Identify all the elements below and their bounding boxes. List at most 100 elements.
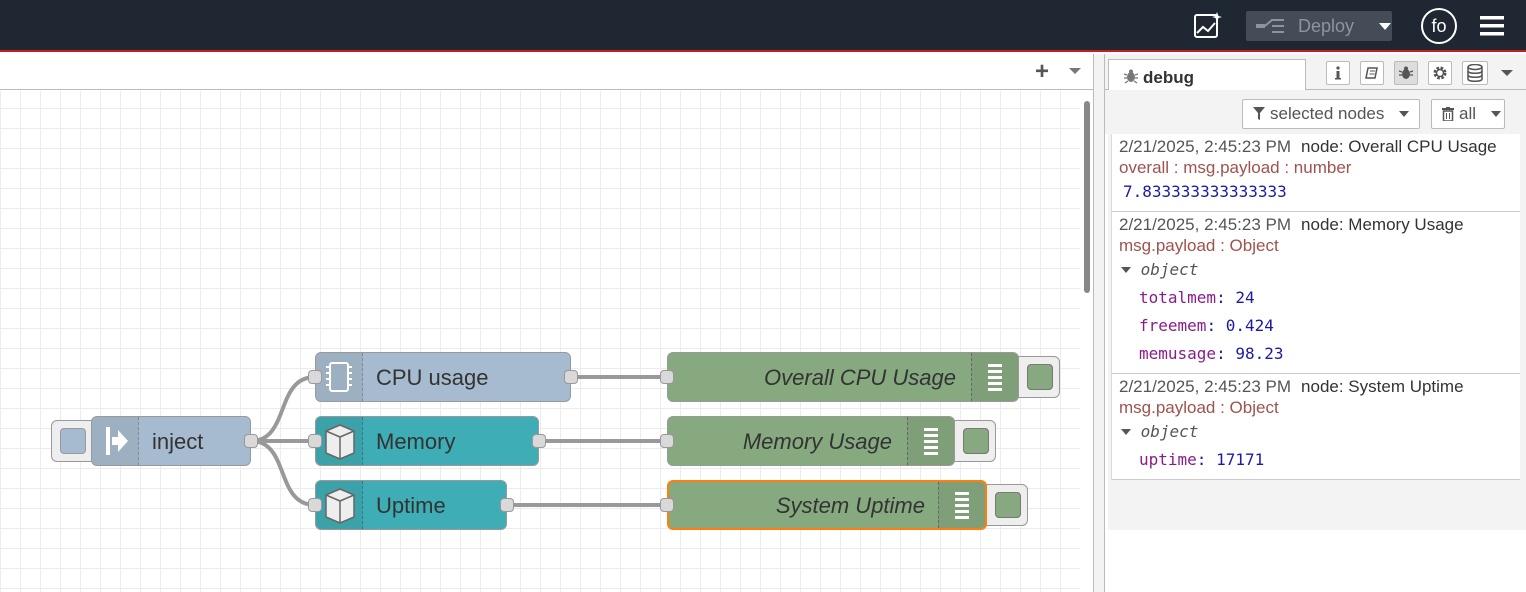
node-label: inject bbox=[152, 429, 204, 454]
node-memory[interactable]: Memory bbox=[315, 416, 539, 466]
input-port[interactable] bbox=[660, 434, 674, 448]
input-port[interactable] bbox=[308, 498, 322, 512]
flow-list-button[interactable] bbox=[1068, 64, 1082, 78]
node-cpu-usage[interactable]: CPU usage bbox=[315, 352, 571, 402]
header-bar: Deploy fo bbox=[0, 0, 1526, 52]
node-label: Memory bbox=[376, 429, 456, 454]
prop-key: freemem bbox=[1139, 316, 1207, 335]
message-meta: 2/21/2025, 2:45:23 PM node: Memory Usage bbox=[1119, 215, 1464, 235]
sidebar: debug selected nodes bbox=[1105, 54, 1526, 592]
caret-down-icon bbox=[1399, 111, 1410, 117]
debug-list-icon bbox=[955, 492, 969, 519]
object-type: object bbox=[1140, 260, 1199, 279]
node-uptime[interactable]: Uptime bbox=[315, 480, 507, 530]
message-time: 2/21/2025, 2:45:23 PM bbox=[1119, 215, 1292, 234]
main-menu-button[interactable] bbox=[1478, 12, 1506, 40]
deploy-button[interactable]: Deploy bbox=[1246, 11, 1392, 41]
filter-label: selected nodes bbox=[1270, 104, 1385, 123]
prop-value[interactable]: 0.424 bbox=[1225, 316, 1274, 335]
output-port[interactable] bbox=[500, 498, 514, 512]
prop-value[interactable]: 17171 bbox=[1216, 450, 1265, 469]
server-box-icon bbox=[325, 424, 355, 460]
clear-messages-select[interactable]: all bbox=[1431, 99, 1505, 129]
object-toggle[interactable]: object bbox=[1121, 422, 1198, 441]
prop-row: uptime: 17171 bbox=[1139, 450, 1265, 469]
message-time: 2/21/2025, 2:45:23 PM bbox=[1119, 377, 1292, 396]
ai-assistant-button[interactable] bbox=[1192, 10, 1224, 42]
message-topic: msg.payload : Object bbox=[1119, 236, 1279, 255]
object-type: object bbox=[1140, 422, 1199, 441]
node-overall-cpu-usage[interactable]: Overall CPU Usage bbox=[667, 352, 1019, 402]
input-port[interactable] bbox=[308, 370, 322, 384]
output-port[interactable] bbox=[244, 434, 258, 448]
sidebar-menu-button[interactable] bbox=[1500, 66, 1514, 80]
message-node-link[interactable]: node: Overall CPU Usage bbox=[1301, 137, 1497, 156]
node-inject[interactable]: inject bbox=[91, 416, 251, 466]
caret-down-icon bbox=[1501, 70, 1513, 76]
debug-list-icon bbox=[988, 364, 1002, 391]
tab-debug-label: debug bbox=[1143, 68, 1194, 87]
tab-debug[interactable]: debug bbox=[1108, 59, 1306, 91]
debug-toolbar: selected nodes all bbox=[1105, 90, 1526, 134]
debug-message-list[interactable]: 2/21/2025, 2:45:23 PM node: Overall CPU U… bbox=[1108, 134, 1526, 530]
bug-icon bbox=[1398, 66, 1414, 79]
bug-icon bbox=[1123, 69, 1139, 84]
sidebar-separator[interactable] bbox=[1093, 54, 1105, 592]
node-label: CPU usage bbox=[376, 365, 489, 390]
tab-context[interactable] bbox=[1462, 61, 1488, 85]
tab-config[interactable] bbox=[1428, 61, 1452, 85]
gear-icon bbox=[1433, 66, 1447, 80]
debug-message: 2/21/2025, 2:45:23 PM node: Overall CPU U… bbox=[1111, 134, 1520, 212]
canvas-scrollbar[interactable] bbox=[1080, 91, 1093, 592]
prop-key: totalmem bbox=[1139, 288, 1217, 307]
caret-down-icon bbox=[1379, 23, 1391, 30]
message-node-link[interactable]: node: Memory Usage bbox=[1301, 215, 1464, 234]
debug-list-icon bbox=[924, 428, 938, 455]
message-meta: 2/21/2025, 2:45:23 PM node: Overall CPU U… bbox=[1119, 137, 1497, 157]
message-time: 2/21/2025, 2:45:23 PM bbox=[1119, 137, 1292, 156]
prop-value[interactable]: 24 bbox=[1235, 288, 1255, 307]
caret-down-icon bbox=[1121, 429, 1131, 435]
caret-down-icon bbox=[1069, 68, 1081, 74]
prop-row: memusage: 98.23 bbox=[1139, 344, 1284, 363]
flow-canvas[interactable]: inject CPU usage Memory bbox=[0, 91, 1080, 592]
caret-down-icon bbox=[1491, 111, 1502, 117]
workspace-tab-bar: + bbox=[0, 54, 1093, 90]
node-memory-usage[interactable]: Memory Usage bbox=[667, 416, 955, 466]
input-port[interactable] bbox=[308, 434, 322, 448]
hamburger-icon bbox=[1480, 16, 1504, 36]
add-flow-button[interactable]: + bbox=[1035, 58, 1050, 85]
tab-info[interactable] bbox=[1326, 61, 1350, 85]
prop-key: uptime bbox=[1139, 450, 1197, 469]
sidebar-tab-bar: debug bbox=[1105, 54, 1526, 91]
object-toggle[interactable]: object bbox=[1121, 260, 1198, 279]
prop-value[interactable]: 98.23 bbox=[1235, 344, 1284, 363]
wires bbox=[250, 375, 667, 507]
node-system-uptime[interactable]: System Uptime bbox=[667, 480, 987, 530]
prop-key: memusage bbox=[1139, 344, 1217, 363]
deploy-menu-button[interactable] bbox=[1378, 11, 1392, 41]
book-icon bbox=[1365, 67, 1378, 79]
node-label: Overall CPU Usage bbox=[764, 365, 956, 390]
message-value[interactable]: 7.833333333333333 bbox=[1123, 182, 1287, 201]
deploy-icon bbox=[1256, 19, 1284, 33]
output-port[interactable] bbox=[564, 370, 578, 384]
info-icon bbox=[1335, 66, 1341, 80]
output-port[interactable] bbox=[532, 434, 546, 448]
input-port[interactable] bbox=[660, 498, 674, 512]
filter-icon bbox=[1253, 107, 1265, 120]
prop-row: totalmem: 24 bbox=[1139, 288, 1255, 307]
message-topic: msg.payload : Object bbox=[1119, 398, 1279, 417]
tab-help[interactable] bbox=[1360, 61, 1384, 85]
filter-select[interactable]: selected nodes bbox=[1242, 99, 1420, 129]
user-avatar[interactable]: fo bbox=[1421, 8, 1457, 44]
prop-row: freemem: 0.424 bbox=[1139, 316, 1274, 335]
cpu-chip-icon bbox=[326, 362, 352, 392]
tab-debug-icon[interactable] bbox=[1394, 61, 1418, 85]
message-node-link[interactable]: node: System Uptime bbox=[1301, 377, 1464, 396]
input-port[interactable] bbox=[660, 370, 674, 384]
caret-down-icon bbox=[1121, 267, 1131, 273]
clear-label: all bbox=[1459, 104, 1477, 123]
arrow-in-icon bbox=[106, 427, 128, 455]
